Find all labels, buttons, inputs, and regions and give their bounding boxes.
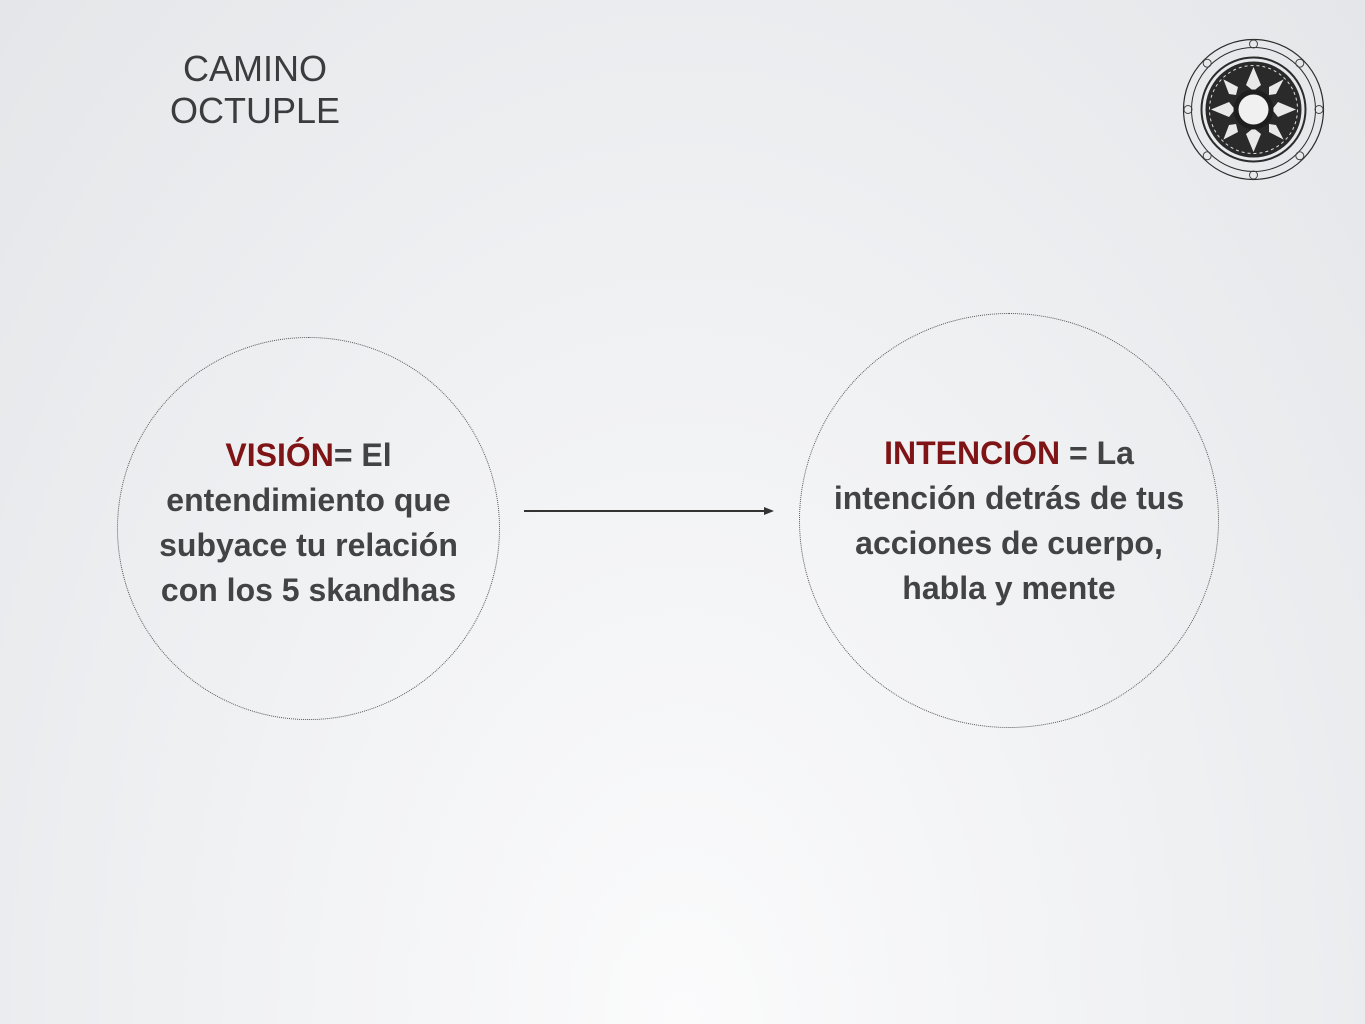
title-line-2: OCTUPLE bbox=[169, 90, 341, 131]
vision-node: VISIÓN= El entendimiento que subyace tu … bbox=[117, 337, 500, 720]
title-line-1: CAMINO bbox=[183, 48, 327, 89]
intention-text: INTENCIÓN = La intención detrás de tus a… bbox=[814, 431, 1204, 611]
vision-definition: El entendimiento que subyace tu relación… bbox=[159, 436, 458, 608]
intention-term: INTENCIÓN bbox=[884, 434, 1061, 471]
intention-definition: La intención detrás de tus acciones de c… bbox=[833, 434, 1185, 606]
vision-separator: = bbox=[333, 436, 362, 473]
vision-term: VISIÓN bbox=[225, 436, 334, 473]
vision-text: VISIÓN= El entendimiento que subyace tu … bbox=[129, 433, 489, 613]
slide-title: CAMINO OCTUPLE bbox=[130, 48, 380, 132]
connector-arrow bbox=[524, 507, 774, 515]
intention-separator: = bbox=[1060, 434, 1097, 471]
intention-node: INTENCIÓN = La intención detrás de tus a… bbox=[799, 313, 1219, 728]
dharma-wheel-icon bbox=[1182, 38, 1325, 181]
